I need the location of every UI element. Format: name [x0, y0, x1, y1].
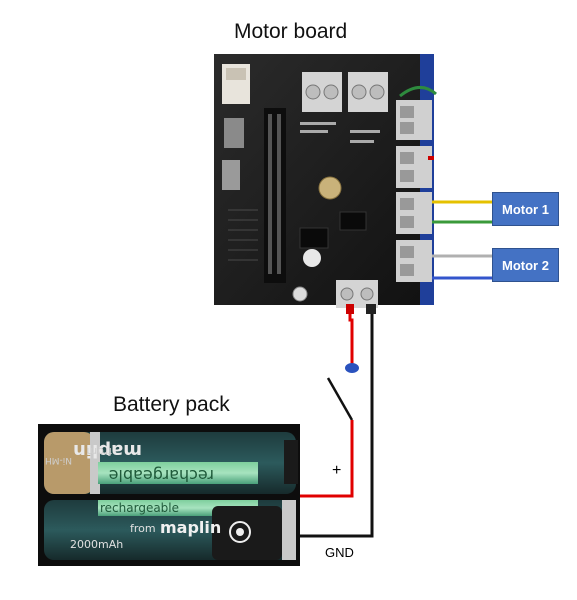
ground-wire-label: GND — [325, 545, 354, 560]
motor-board-image — [214, 54, 437, 308]
motor1-label: Motor 1 — [492, 192, 559, 226]
battery-pack-image — [38, 424, 300, 566]
battery-pack-title: Battery pack — [113, 393, 230, 416]
battery1-chemistry-text: Ni-MH — [45, 455, 72, 465]
battery2-prefix-text: from — [130, 522, 156, 535]
motor2-wires — [432, 254, 492, 280]
motor1-wires — [432, 200, 492, 224]
battery1-rechargeable-text: rechargeable — [109, 466, 214, 485]
motor-board-title: Motor board — [234, 20, 348, 43]
battery2-brand-text: maplin — [160, 518, 221, 537]
battery2-capacity-text: 2000mAh — [70, 538, 123, 551]
battery1-prefix-text: from — [86, 445, 112, 458]
positive-wire-label: + — [332, 462, 342, 479]
motor2-label: Motor 2 — [492, 248, 559, 282]
battery2-rechargeable-text: rechargeable — [100, 501, 179, 515]
power-wiring — [296, 304, 376, 538]
battery-markings: maplin from rechargeable Ni-MH rechargea… — [45, 440, 221, 551]
battery1-brand-text: maplin — [73, 440, 142, 461]
